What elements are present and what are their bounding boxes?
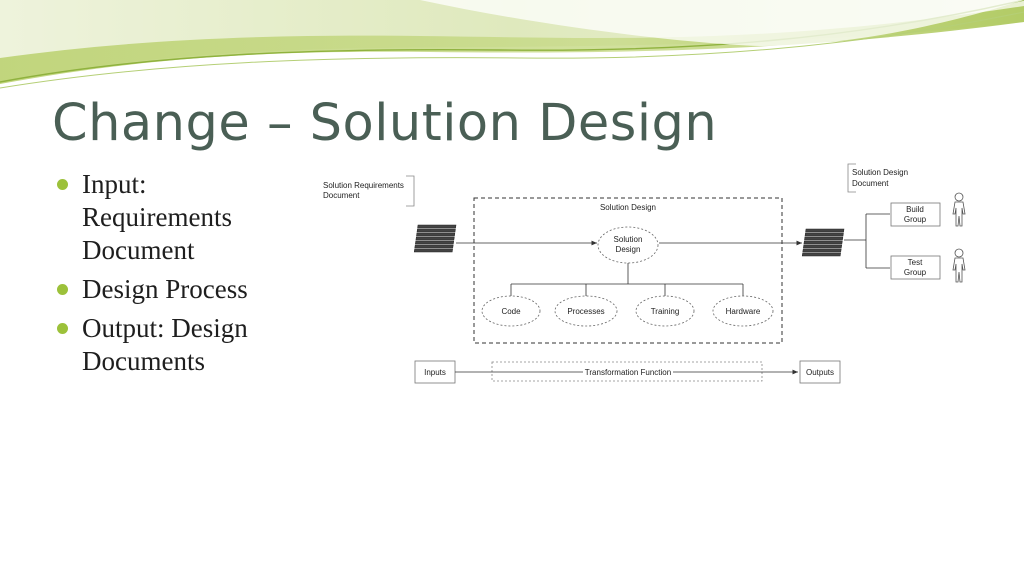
output-document-stack-icon (801, 228, 845, 257)
bullet-text: Input: Requirements Document (82, 169, 232, 265)
bullet-item: Input: Requirements Document (56, 168, 296, 267)
transformation-box (491, 361, 763, 382)
solution-design-diagram: Solution Requirements Document Solution … (323, 163, 966, 384)
group-label-line: Build (906, 205, 924, 214)
bullet-text: Design Process (82, 274, 248, 304)
sub-node-training (635, 295, 695, 327)
build-group-box (890, 202, 941, 227)
group-label-line: Group (904, 268, 927, 277)
input-note-line: Solution Requirements (323, 181, 404, 190)
input-document-stack-icon (413, 224, 457, 253)
sub-node-processes (554, 295, 618, 327)
outputs-box (799, 360, 841, 384)
bullet-item: Design Process (56, 273, 296, 306)
slide-title: Change – Solution Design (52, 94, 718, 153)
test-group-box (890, 255, 941, 280)
process-box (473, 197, 783, 344)
bullet-list: Input: Requirements Document Design Proc… (56, 168, 296, 384)
person-icon (952, 192, 966, 227)
sub-node-label: Processes (567, 307, 604, 316)
group-label-line: Test (908, 258, 923, 267)
sub-node-hardware (712, 295, 774, 327)
decorative-banner (0, 0, 1024, 89)
transformation-label-bg (583, 366, 673, 377)
sub-node-label: Code (501, 307, 521, 316)
output-note-line: Document (852, 179, 889, 188)
bullet-text: Output: Design Documents (82, 313, 248, 376)
group-label-line: Group (904, 215, 927, 224)
bullet-item: Output: Design Documents (56, 312, 296, 378)
center-node-line: Design (616, 245, 641, 254)
outputs-label: Outputs (806, 368, 834, 377)
output-note-line: Solution Design (852, 168, 908, 177)
center-node-line: Solution (614, 235, 643, 244)
sub-node-code (481, 295, 541, 327)
transformation-label: Transformation Function (585, 368, 671, 377)
inputs-label: Inputs (424, 368, 446, 377)
input-note: Solution Requirements Document (323, 175, 415, 207)
bullet-dot-icon (57, 284, 68, 295)
sub-node-label: Hardware (726, 307, 761, 316)
center-node (597, 226, 659, 264)
bullet-dot-icon (57, 179, 68, 190)
bullet-dot-icon (57, 323, 68, 334)
input-note-line: Document (323, 191, 360, 200)
sub-node-label: Training (651, 307, 680, 316)
person-icon (952, 248, 966, 283)
output-note: Solution Design Document (847, 163, 908, 193)
process-label: Solution Design (600, 203, 656, 212)
